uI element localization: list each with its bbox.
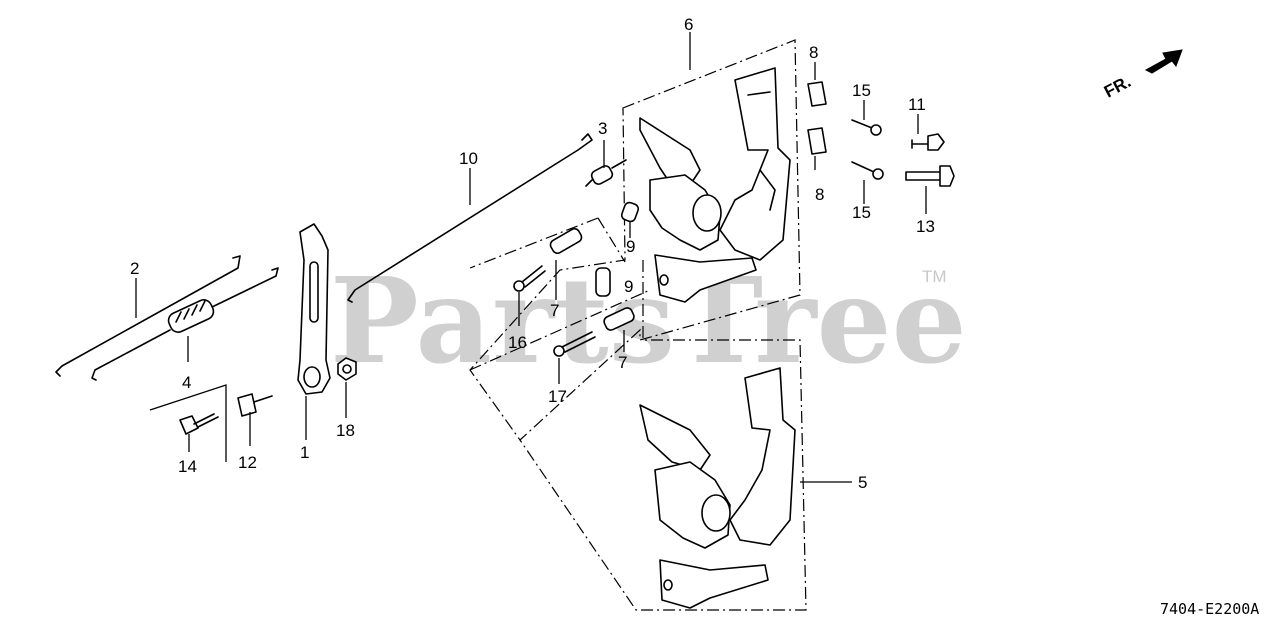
callout-7-upper: 7 xyxy=(550,301,559,320)
control-lever-1 xyxy=(297,223,331,395)
spring-9-upper xyxy=(620,201,640,223)
callout-1: 1 xyxy=(300,443,309,462)
clip-8-lower xyxy=(807,127,827,155)
control-bracket-assembly-5 xyxy=(639,367,796,609)
bolt-16 xyxy=(513,265,546,292)
spring-3 xyxy=(585,159,627,187)
screw-12 xyxy=(237,393,273,417)
assembly-link-line xyxy=(469,260,807,611)
callout-15-lower: 15 xyxy=(852,203,871,222)
watermark-brand: PartsTree xyxy=(330,251,967,390)
callout-4: 4 xyxy=(182,373,191,392)
spring-7-upper xyxy=(549,227,583,255)
bolt-13 xyxy=(905,165,955,187)
leader-lines xyxy=(135,32,927,483)
callout-10: 10 xyxy=(459,149,478,168)
callout-12: 12 xyxy=(238,453,257,472)
callout-9-upper: 9 xyxy=(626,237,635,256)
callout-16: 16 xyxy=(508,333,527,352)
callout-6: 6 xyxy=(684,15,693,34)
front-direction-indicator: FR. xyxy=(1101,49,1183,102)
front-arrow-icon xyxy=(1144,49,1183,74)
callout-9-lower: 9 xyxy=(624,277,633,296)
callout-8-upper: 8 xyxy=(809,43,818,62)
callout-13: 13 xyxy=(916,217,935,236)
callout-14: 14 xyxy=(178,457,197,476)
screw-15-upper xyxy=(851,119,882,136)
bracket-line-14-12 xyxy=(149,384,227,462)
spring-7-lower xyxy=(603,307,635,331)
throttle-rod-10 xyxy=(347,133,593,303)
assembly-outline-small xyxy=(469,217,626,269)
callout-8-lower: 8 xyxy=(815,185,824,204)
assembly-outline-6 xyxy=(469,39,801,441)
callout-11: 11 xyxy=(908,95,926,114)
callout-labels: 1 2 3 4 5 6 7 7 8 8 9 9 10 11 12 13 14 1… xyxy=(130,15,935,492)
clip-8-upper xyxy=(807,81,827,107)
bolt-17 xyxy=(553,331,596,357)
bolt-14 xyxy=(179,413,219,435)
callout-18: 18 xyxy=(336,421,355,440)
watermark-trademark: TM xyxy=(922,267,947,286)
bolt-11 xyxy=(911,133,945,151)
diagram-code: 7404-E2200A xyxy=(1160,600,1259,618)
callout-7-lower: 7 xyxy=(618,353,627,372)
spring-9-lower xyxy=(595,267,611,297)
callout-3: 3 xyxy=(598,119,607,138)
screw-15-lower xyxy=(851,161,884,180)
callout-2: 2 xyxy=(130,259,139,278)
nut-18 xyxy=(337,357,357,381)
control-rod-2 xyxy=(55,255,241,377)
callout-17: 17 xyxy=(548,387,567,406)
callout-5: 5 xyxy=(858,473,867,492)
front-label: FR. xyxy=(1101,72,1134,102)
governor-spring-4 xyxy=(91,267,279,381)
callout-15-upper: 15 xyxy=(852,81,871,100)
control-bracket-assembly-6 xyxy=(639,67,791,303)
